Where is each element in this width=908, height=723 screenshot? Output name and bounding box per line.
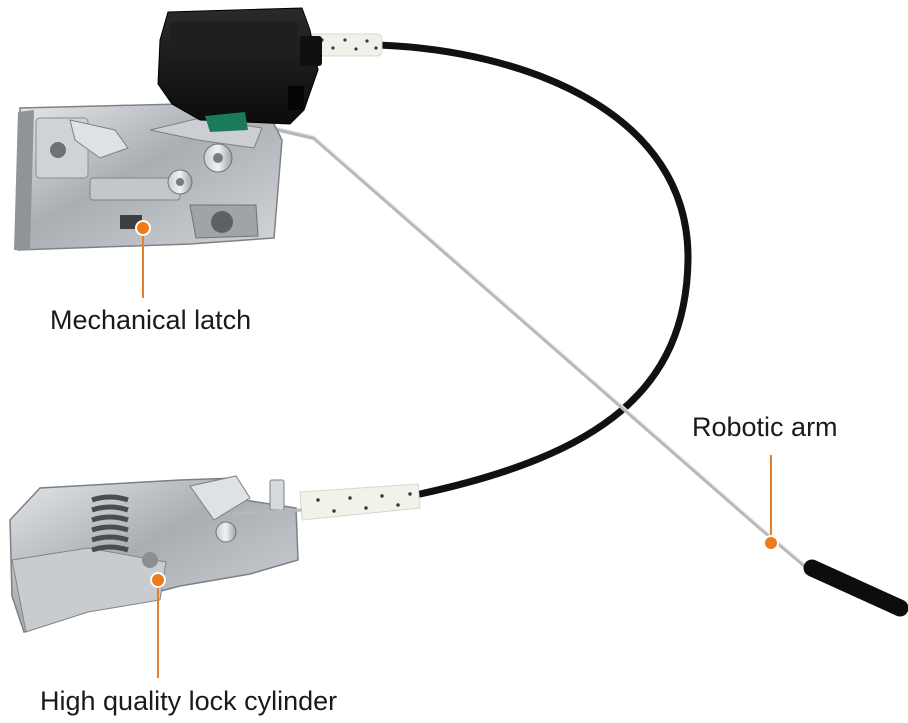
robotic-arm-rod	[260, 124, 814, 574]
lower-cable-sleeve	[299, 483, 421, 521]
mechanical-latch	[14, 103, 283, 251]
lock-cylinder-assembly	[9, 475, 303, 633]
rod-grip	[803, 559, 908, 617]
arm-callout-pointer	[763, 455, 779, 551]
lock-cylinder-label: High quality lock cylinder	[40, 686, 338, 716]
cylinder-callout-pointer	[150, 572, 166, 678]
black-cable	[374, 41, 692, 498]
coil-spring	[91, 494, 129, 553]
actuator-housing	[157, 7, 322, 132]
mechanical-latch-label: Mechanical latch	[50, 305, 252, 335]
latch-callout-pointer	[135, 220, 151, 298]
robotic-arm-label: Robotic arm	[692, 412, 838, 442]
